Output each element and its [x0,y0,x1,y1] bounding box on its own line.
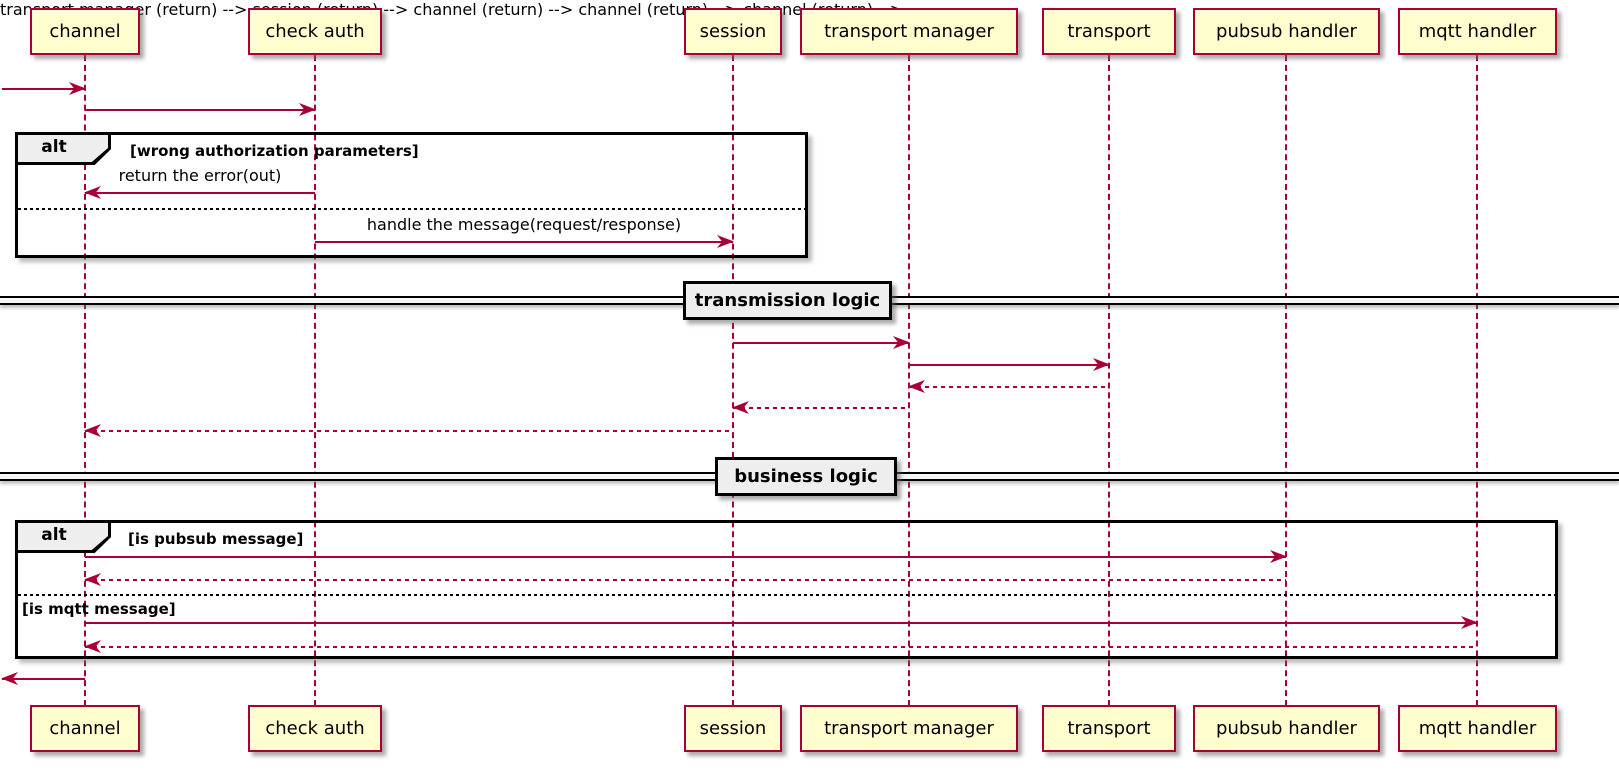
lifeline-session [732,55,734,706]
participant-top-transport-manager: transport manager [800,8,1018,55]
alt-else-separator [18,594,1555,596]
arrowhead-icon [1,672,18,685]
divider-label-business-logic: business logic [715,457,897,496]
lifeline-channel [84,55,86,706]
alt-operator-tab: alt [15,520,111,553]
message-transport-manager-to-session [732,401,909,414]
arrowhead-icon [84,424,101,437]
message-label-handle-message: handle the message(request/response) [366,215,682,234]
arrowhead-icon [908,380,925,393]
message-transport-to-transport-manager [908,380,1109,393]
message-transport-manager-to-transport [909,358,1110,371]
participant-bottom-session: session [684,705,782,752]
message-label-return-error: return the error(out) [118,166,282,185]
participant-bottom-channel: channel [30,705,140,752]
alt-else-condition-label: [is mqtt message] [22,600,176,618]
alt-tab-fill [18,135,108,162]
alt-operator-tab: alt [15,132,111,165]
message-channel-to-mqtt-handler [85,616,1478,629]
participant-bottom-check-auth: check auth [248,705,382,752]
lifeline-pubsub-handler [1285,55,1287,706]
message-mqtt-handler-to-channel [84,640,1477,653]
message-session-to-channel [84,424,733,437]
alt-else-separator [18,208,805,210]
message-channel-to-outside [1,672,85,685]
message-pubsub-handler-to-channel [84,573,1286,586]
message-channel-to-check-auth [85,103,316,116]
participant-top-channel: channel [30,8,140,55]
alt-frame-authorization: alt [wrong authorization parameters] [15,132,808,258]
participant-top-session: session [684,8,782,55]
participant-top-transport: transport [1042,8,1176,55]
alt-operator-label: alt [41,137,67,157]
alt-tab-fill [18,523,108,550]
participant-bottom-mqtt-handler: mqtt handler [1398,705,1557,752]
alt-condition-label: [is pubsub message] [128,530,304,548]
participant-bottom-transport-manager: transport manager [800,705,1018,752]
lifeline-transport [1108,55,1110,706]
participant-bottom-pubsub-handler: pubsub handler [1193,705,1380,752]
lifeline-mqtt-handler [1476,55,1478,706]
lifeline-check-auth [314,55,316,706]
alt-condition-label: [wrong authorization parameters] [130,142,419,160]
message-channel-to-pubsub-handler [85,550,1287,563]
message-session-to-transport-manager [733,336,910,349]
arrowhead-icon [732,401,749,414]
alt-frame-message-type: alt [is pubsub message] [is mqtt message… [15,520,1558,659]
participant-top-pubsub-handler: pubsub handler [1193,8,1380,55]
message-check-auth-to-session [315,235,734,248]
message-incoming-to-channel [2,82,86,95]
lifeline-transport-manager [908,55,910,706]
participant-top-check-auth: check auth [248,8,382,55]
participant-bottom-transport: transport [1042,705,1176,752]
alt-operator-label: alt [41,525,67,545]
message-check-auth-to-channel [84,186,315,199]
participant-top-mqtt-handler: mqtt handler [1398,8,1557,55]
divider-label-transmission-logic: transmission logic [683,281,892,320]
